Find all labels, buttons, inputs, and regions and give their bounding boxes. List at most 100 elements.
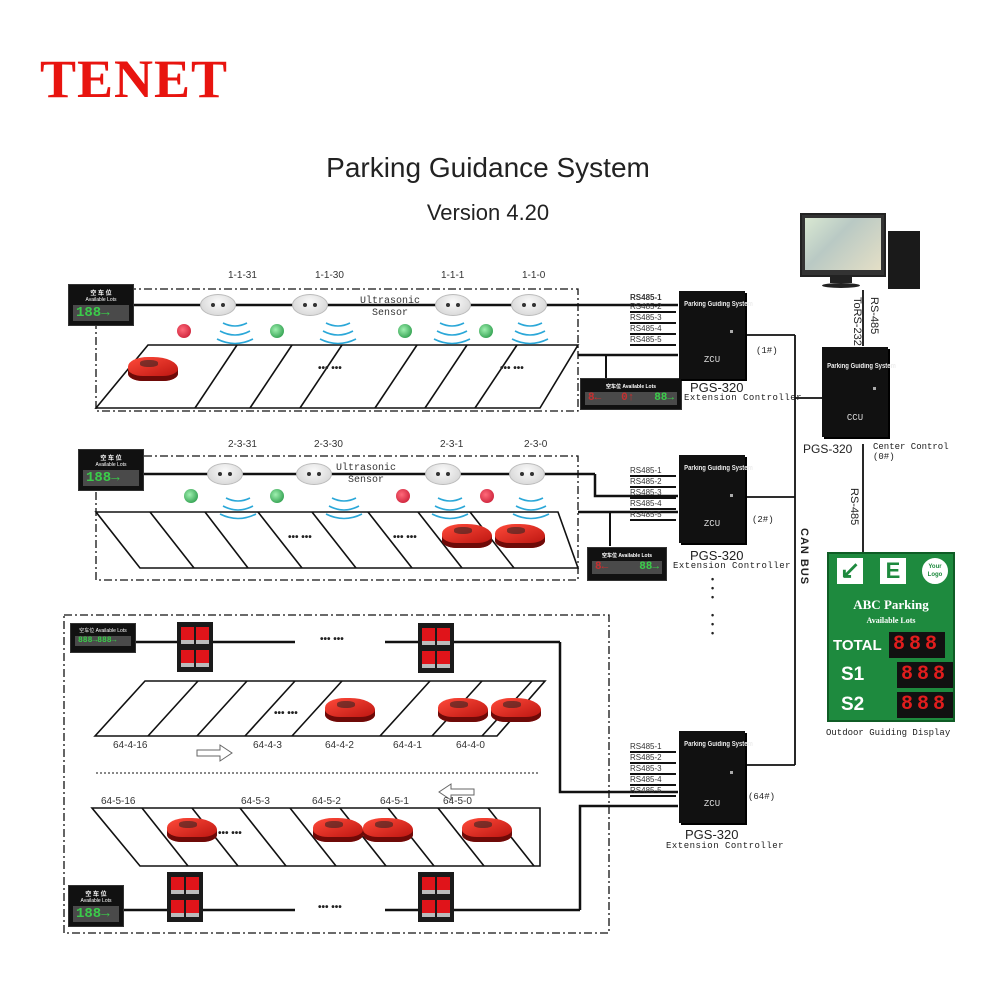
zone1-entry-sign: 空 车 位 Available Lots 188→	[68, 284, 134, 326]
more-controllers-ellipsis: ••• •••	[711, 574, 715, 638]
bay-label: 64-5-16	[101, 796, 136, 807]
ellipsis: ••• •••	[274, 708, 298, 719]
bay-label: 2-3-1	[440, 439, 464, 450]
pc-link-label: RS-485	[868, 297, 880, 335]
ellipsis: ••• •••	[318, 363, 342, 374]
ultrasonic-sensor	[207, 463, 243, 485]
version-label: Version 4.20	[426, 200, 550, 225]
bay-label: 64-4-16	[113, 740, 148, 751]
outdoor-display-caption: Outdoor Guiding Display	[826, 728, 951, 738]
extension-controller-64: Parking Guiding System ZCU	[679, 731, 753, 823]
logo-placeholder: Your Logo	[921, 557, 949, 585]
ultrasonic-sensor	[292, 294, 328, 316]
ultrasonic-sensor	[509, 463, 545, 485]
brand-logo: TENET	[40, 49, 229, 109]
controller-role: Extension Controller	[684, 393, 803, 403]
display-subtitle: Available Lots	[866, 616, 916, 625]
entry-icon: E	[880, 558, 906, 584]
car-icon	[438, 698, 488, 722]
bay-label: 64-4-3	[253, 740, 282, 751]
bay-label: 1-1-30	[315, 270, 344, 281]
extension-controller-1: Parking Guiding System ZCU	[679, 291, 753, 379]
controller-model: PGS-320	[690, 548, 744, 563]
bay-indicator-panel	[418, 623, 454, 673]
computer-icon	[800, 213, 920, 293]
controller-role: Extension Controller	[673, 561, 792, 571]
display-name: ABC Parking	[853, 597, 929, 612]
controller-index: (1#)	[756, 346, 778, 356]
indicator-light-red	[480, 489, 494, 503]
indicator-light-green	[479, 324, 493, 338]
car-icon	[442, 524, 492, 548]
zone1-lane-sign: 空车位 Available Lots 8← 0↑ 88→	[580, 378, 682, 410]
indicator-light-green	[270, 324, 284, 338]
indicator-light-red	[396, 489, 410, 503]
indicator-light-green	[184, 489, 198, 503]
ultrasonic-sensor	[425, 463, 461, 485]
zone64-bottom-sign: 空 车 位 Available Lots 188→	[68, 885, 124, 927]
car-icon	[363, 818, 413, 842]
zone2-lane-sign: 空车位 Available Lots 8← 88→	[587, 547, 667, 581]
arrow-down-left-icon: ↙	[837, 558, 863, 584]
bay-label: 64-4-0	[456, 740, 485, 751]
car-icon	[325, 698, 375, 722]
bay-label: 64-5-1	[380, 796, 409, 807]
ultrasonic-sensor	[435, 294, 471, 316]
center-role: Center Control(0#)	[873, 442, 949, 462]
bay-label: 2-3-31	[228, 439, 257, 450]
pc-link-label-2: ToRS-232	[851, 297, 863, 346]
controller-index: (64#)	[748, 792, 776, 802]
indicator-light-green	[398, 324, 412, 338]
bay-label: 64-4-2	[325, 740, 354, 751]
display-row-s1: S1 888	[833, 662, 954, 688]
bay-label: 64-5-0	[443, 796, 472, 807]
display-link-label: RS-485	[848, 488, 860, 526]
car-icon	[491, 698, 541, 722]
car-icon	[313, 818, 363, 842]
outdoor-guiding-display: ↙ E Your Logo ABC Parking Available Lots…	[827, 552, 955, 722]
car-icon	[462, 818, 512, 842]
indicator-light-red	[177, 324, 191, 338]
zone64-top-sign: 空车位 Available Lots 888→888→	[70, 623, 136, 653]
controller-model: PGS-320	[685, 827, 739, 842]
bay-label: 2-3-30	[314, 439, 343, 450]
center-controller: Parking Guiding System CCU	[822, 347, 896, 437]
controller-role: Extension Controller	[666, 841, 785, 851]
center-model: PGS-320	[803, 442, 853, 456]
bay-label: 1-1-0	[522, 270, 546, 281]
page-title: Parking Guidance System	[326, 152, 650, 183]
bay-label: 1-1-1	[441, 270, 465, 281]
bay-label: 64-5-2	[312, 796, 341, 807]
display-row-s2: S2 888	[833, 692, 954, 718]
rs485-ports-1: RS485-1 RS485-2 RS485-3 RS485-4 RS485-5	[630, 293, 676, 346]
controller-index: (2#)	[752, 515, 774, 525]
ellipsis: ••• •••	[393, 532, 417, 543]
ellipsis: ••• •••	[318, 902, 342, 913]
bay-label: 2-3-0	[524, 439, 548, 450]
ellipsis: ••• •••	[218, 828, 242, 839]
ultrasonic-sensor	[296, 463, 332, 485]
ellipsis: ••• •••	[500, 363, 524, 374]
rs485-ports-2: RS485-1 RS485-2 RS485-3 RS485-4 RS485-5	[630, 466, 676, 521]
bay-indicator-panel	[177, 622, 213, 672]
rs485-ports-64: RS485-1 RS485-2 RS485-3 RS485-4 RS485-5	[630, 742, 676, 797]
ellipsis: ••• •••	[288, 532, 312, 543]
car-icon	[167, 818, 217, 842]
car-icon	[128, 357, 178, 381]
bay-label: 64-5-3	[241, 796, 270, 807]
bay-label: 64-4-1	[393, 740, 422, 751]
indicator-light-green	[270, 489, 284, 503]
controller-model: PGS-320	[690, 380, 744, 395]
ultrasonic-sensor	[200, 294, 236, 316]
extension-controller-2: Parking Guiding System ZCU	[679, 455, 753, 543]
bay-label: 1-1-31	[228, 270, 257, 281]
ultrasonic-sensor	[511, 294, 547, 316]
bay-indicator-panel	[167, 872, 203, 922]
can-bus-label: CAN BUS	[798, 528, 810, 586]
display-row-total: TOTAL 888	[833, 632, 946, 658]
bay-indicator-panel	[418, 872, 454, 922]
zone2-entry-sign: 空 车 位 Available Lots 188→	[78, 449, 144, 491]
car-icon	[495, 524, 545, 548]
